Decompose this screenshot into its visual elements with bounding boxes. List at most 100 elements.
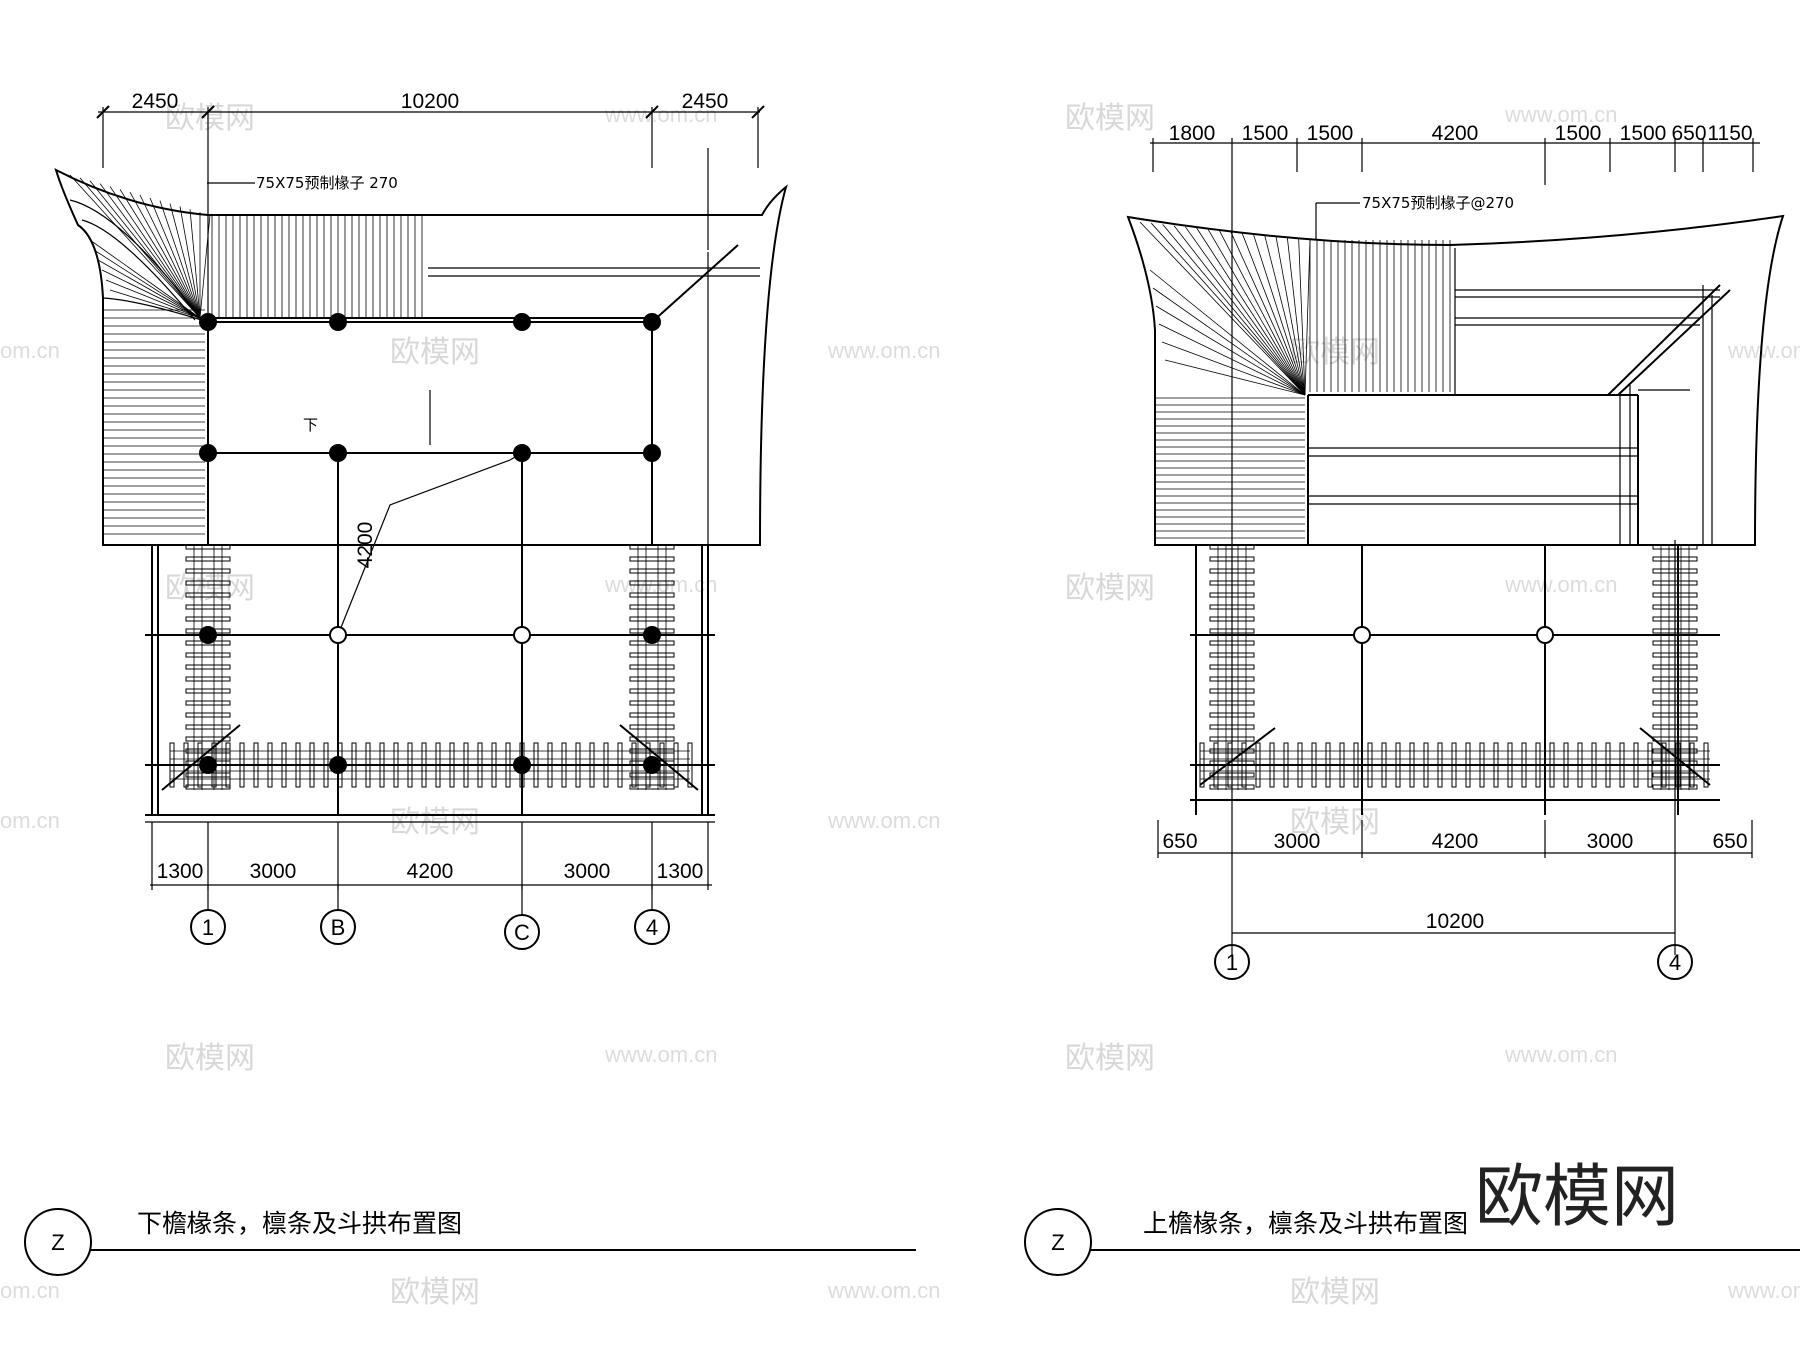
bracket-piece [589, 742, 595, 788]
left-diagonal-leader [337, 452, 523, 636]
axis-bubble-1 [190, 909, 226, 945]
fan-rafter-line [79, 177, 201, 319]
fan-rafter-line [1155, 305, 1306, 396]
axis-label-1: 1 [202, 915, 214, 940]
fan-rafter-line [119, 189, 201, 319]
fan-rafter-line [1196, 227, 1306, 396]
right-top-dim-7: 650 [1671, 122, 1706, 145]
watermark-url: www.om.cn [604, 102, 717, 127]
axis-bubble-C [504, 914, 540, 950]
fan-rafter-line [105, 279, 201, 319]
bracket-piece [185, 616, 231, 622]
left-title-mark [24, 1208, 92, 1276]
left-eave-rafters [103, 309, 205, 535]
bracket-piece [185, 592, 231, 598]
bracket-piece [337, 742, 343, 788]
bracket-piece [629, 724, 675, 730]
bracket-piece [1283, 742, 1289, 788]
bracket-piece [1647, 742, 1653, 788]
fan-rafter-line [97, 259, 201, 319]
bracket-piece [267, 742, 273, 788]
left-title-mark-text: Z [51, 1230, 64, 1255]
left-top-dimension: 2450 10200 2450 [96, 90, 765, 330]
left-lower-frame [145, 545, 715, 823]
right-axis-markers: 1 4 [1214, 944, 1693, 980]
fan-rafter-line [1252, 233, 1306, 396]
right-top-dim-3: 1500 [1307, 122, 1354, 145]
right-bottom-dim-3: 4200 [1432, 830, 1479, 853]
bracket-piece [1633, 742, 1639, 788]
left-top-dim-1: 2450 [132, 90, 179, 113]
bracket-piece [185, 700, 231, 706]
axis-bubble-4 [634, 909, 670, 945]
fan-rafter-line [169, 203, 201, 319]
right-bottom-dim-2: 3000 [1274, 830, 1321, 853]
left-bottom-dim-2: 3000 [250, 860, 297, 883]
bracket-piece [393, 742, 399, 788]
fan-rafter-line [1161, 341, 1306, 396]
bracket-piece [1409, 742, 1415, 788]
left-bottom-dimension: 1300 3000 4200 3000 1300 [150, 822, 712, 890]
fan-rafter-line [189, 209, 201, 319]
bracket-piece [659, 742, 665, 788]
fan-rafter-line [1241, 232, 1306, 396]
bracket-piece [185, 664, 231, 670]
right-top-dim-1: 1800 [1169, 122, 1216, 145]
bracket-piece [629, 784, 675, 790]
right-fan-rafters [1139, 221, 1311, 396]
left-fan-rafters [69, 174, 211, 319]
watermark-url: www.om.cn [1504, 572, 1617, 597]
fan-rafter-line [1185, 226, 1306, 396]
axis-label-4: 4 [646, 915, 658, 940]
watermark-corner: om.cn [0, 808, 60, 833]
bracket-piece [185, 628, 231, 634]
bracket-piece [629, 544, 675, 550]
bracket-piece [519, 742, 525, 788]
right-top-dim-5: 1500 [1555, 122, 1602, 145]
right-top-dim-8: 1150 [1707, 122, 1752, 145]
bracket-piece [1661, 742, 1667, 788]
fan-rafter-line [199, 214, 211, 319]
bracket-piece [629, 568, 675, 574]
bracket-piece [1507, 742, 1513, 788]
bracket-piece [169, 742, 175, 788]
bracket-piece [1465, 742, 1471, 788]
watermark-url: www.om.cn [827, 338, 940, 363]
bracket-piece [629, 712, 675, 718]
bracket-piece [629, 616, 675, 622]
left-rafter-note: 75X75预制椽子 270 [207, 174, 398, 192]
bracket-piece [1535, 742, 1541, 788]
bracket-piece [629, 664, 675, 670]
fan-rafter-line [1152, 287, 1306, 396]
watermark-brand: 欧模网 [1065, 1041, 1155, 1076]
fan-rafter-line [139, 194, 201, 319]
column-dot [513, 313, 531, 331]
bracket-piece [185, 676, 231, 682]
fan-rafter-line [1304, 239, 1311, 396]
bracket-piece [629, 700, 675, 706]
right-overall-dim: 10200 [1426, 910, 1484, 933]
watermark-brand: 欧模网 [165, 571, 255, 606]
bracket-piece [645, 742, 651, 788]
bracket-piece [463, 742, 469, 788]
fan-rafter-line [1218, 230, 1306, 396]
bracket-piece [1423, 742, 1429, 788]
fan-rafter-line [93, 249, 201, 319]
bracket-piece [185, 652, 231, 658]
bracket-piece [1493, 742, 1499, 788]
bracket-piece [1381, 742, 1387, 788]
watermark-url: www.om.cn [1727, 1278, 1800, 1303]
bracket-piece [629, 556, 675, 562]
bracket-piece [1675, 742, 1681, 788]
left-down-label: 下 [303, 416, 318, 434]
bracket-piece [629, 604, 675, 610]
bracket-piece [197, 742, 203, 788]
right-rafter-note: 75X75预制椽子@270 [1315, 194, 1514, 240]
left-bottom-dim-1: 1300 [157, 860, 204, 883]
watermark-corner: om.cn [0, 1278, 60, 1303]
bracket-piece [629, 592, 675, 598]
watermark-url: www.om.cn [827, 1278, 940, 1303]
bracket-piece [185, 688, 231, 694]
bracket-piece [1213, 742, 1219, 788]
bracket-piece [185, 640, 231, 646]
